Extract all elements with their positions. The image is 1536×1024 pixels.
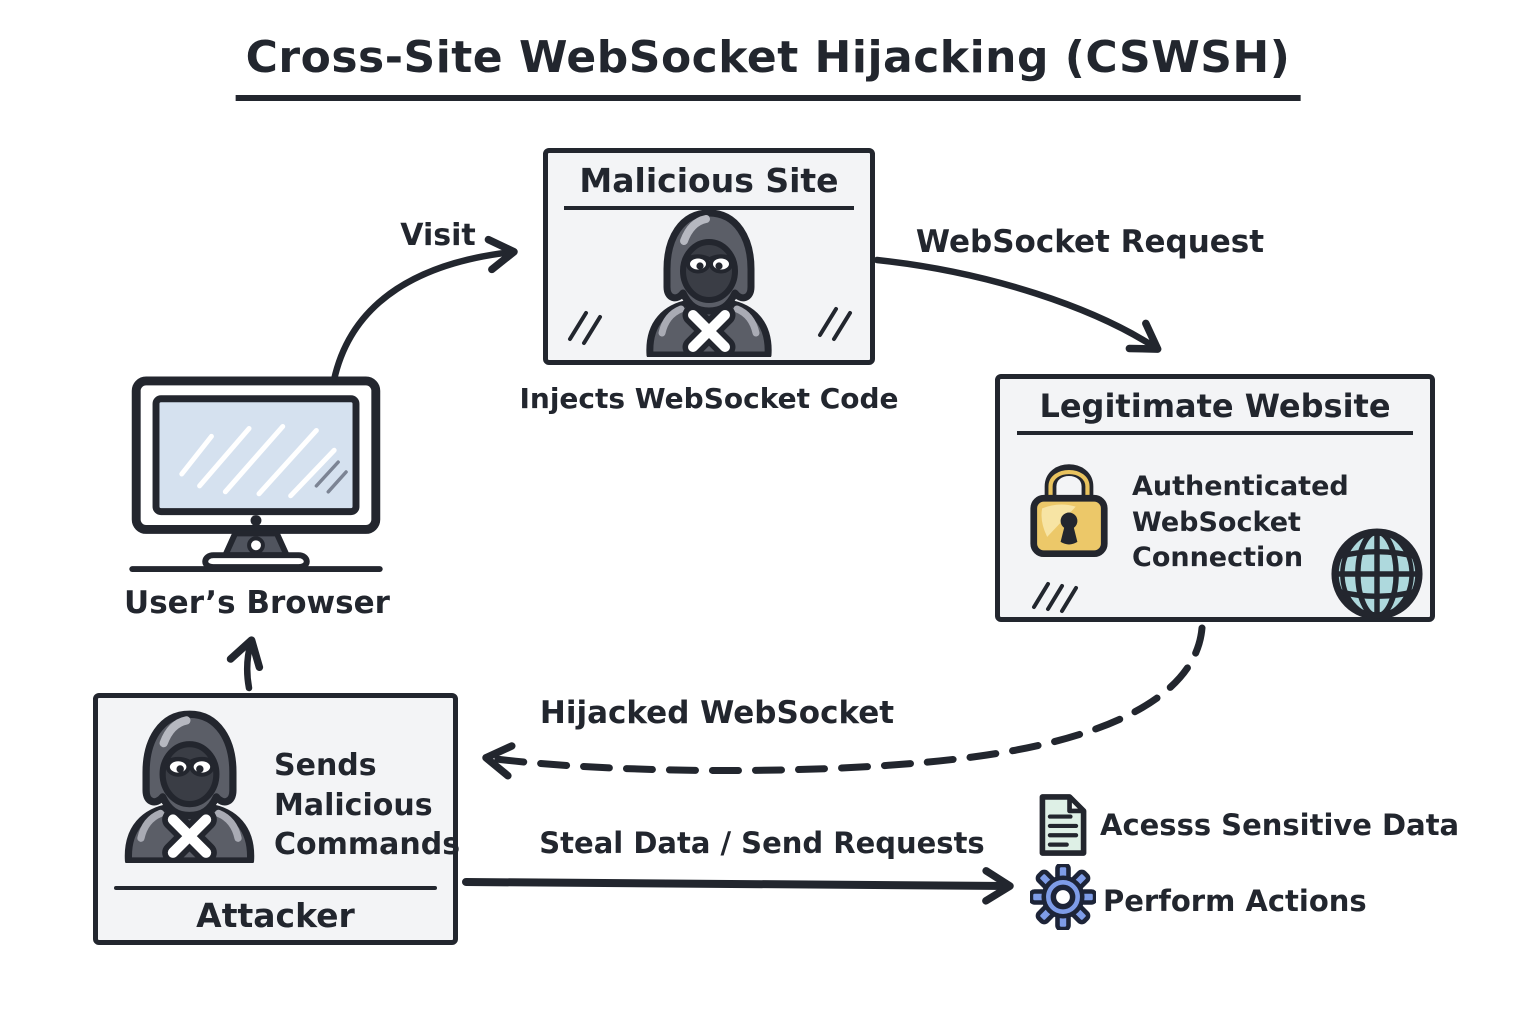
page-title: Cross-Site WebSocket Hijacking (CSWSH) [235, 32, 1301, 101]
user-browser-label: User’s Browser [124, 585, 390, 621]
slash-marks-icon [1028, 575, 1082, 615]
outcome-sensitive-data-label: Acesss Sensitive Data [1100, 808, 1460, 842]
attacker-box: Sends Malicious Commands Attacker [93, 693, 461, 945]
legitimate-website-box: Legitimate Website Authenticated WebSock… [995, 374, 1435, 622]
attacker-body: Sends Malicious Commands [274, 748, 461, 863]
globe-icon [1326, 523, 1428, 625]
steal-data-arrow-label: Steal Data / Send Requests [539, 826, 985, 860]
divider [114, 886, 437, 890]
hijacked-websocket-arrow-label: Hijacked WebSocket [539, 695, 895, 731]
slash-marks-icon [814, 299, 854, 343]
attacker-title: Attacker [196, 896, 355, 935]
outcome-perform-actions-label: Perform Actions [1103, 884, 1367, 918]
hacker-icon [112, 708, 267, 863]
lock-icon [1022, 449, 1116, 561]
hacker-icon [634, 207, 784, 357]
malicious-site-box: Malicious Site [543, 148, 875, 365]
visit-arrow [330, 235, 518, 384]
monitor-icon [122, 375, 390, 573]
legitimate-website-body: Authenticated WebSocket Connection [1132, 471, 1349, 574]
attacker-to-browser-arrow [226, 636, 264, 692]
gear-icon [1030, 864, 1096, 930]
slash-marks-icon [564, 303, 604, 347]
steal-data-arrow [462, 867, 1014, 905]
malicious-site-title: Malicious Site [564, 161, 854, 210]
malicious-site-caption: Injects WebSocket Code [519, 382, 899, 415]
websocket-request-arrow-label: WebSocket Request [915, 224, 1265, 260]
visit-arrow-label: Visit [400, 218, 476, 253]
legitimate-website-title: Legitimate Website [1017, 387, 1413, 435]
document-icon [1034, 790, 1092, 860]
websocket-request-arrow [873, 256, 1162, 353]
